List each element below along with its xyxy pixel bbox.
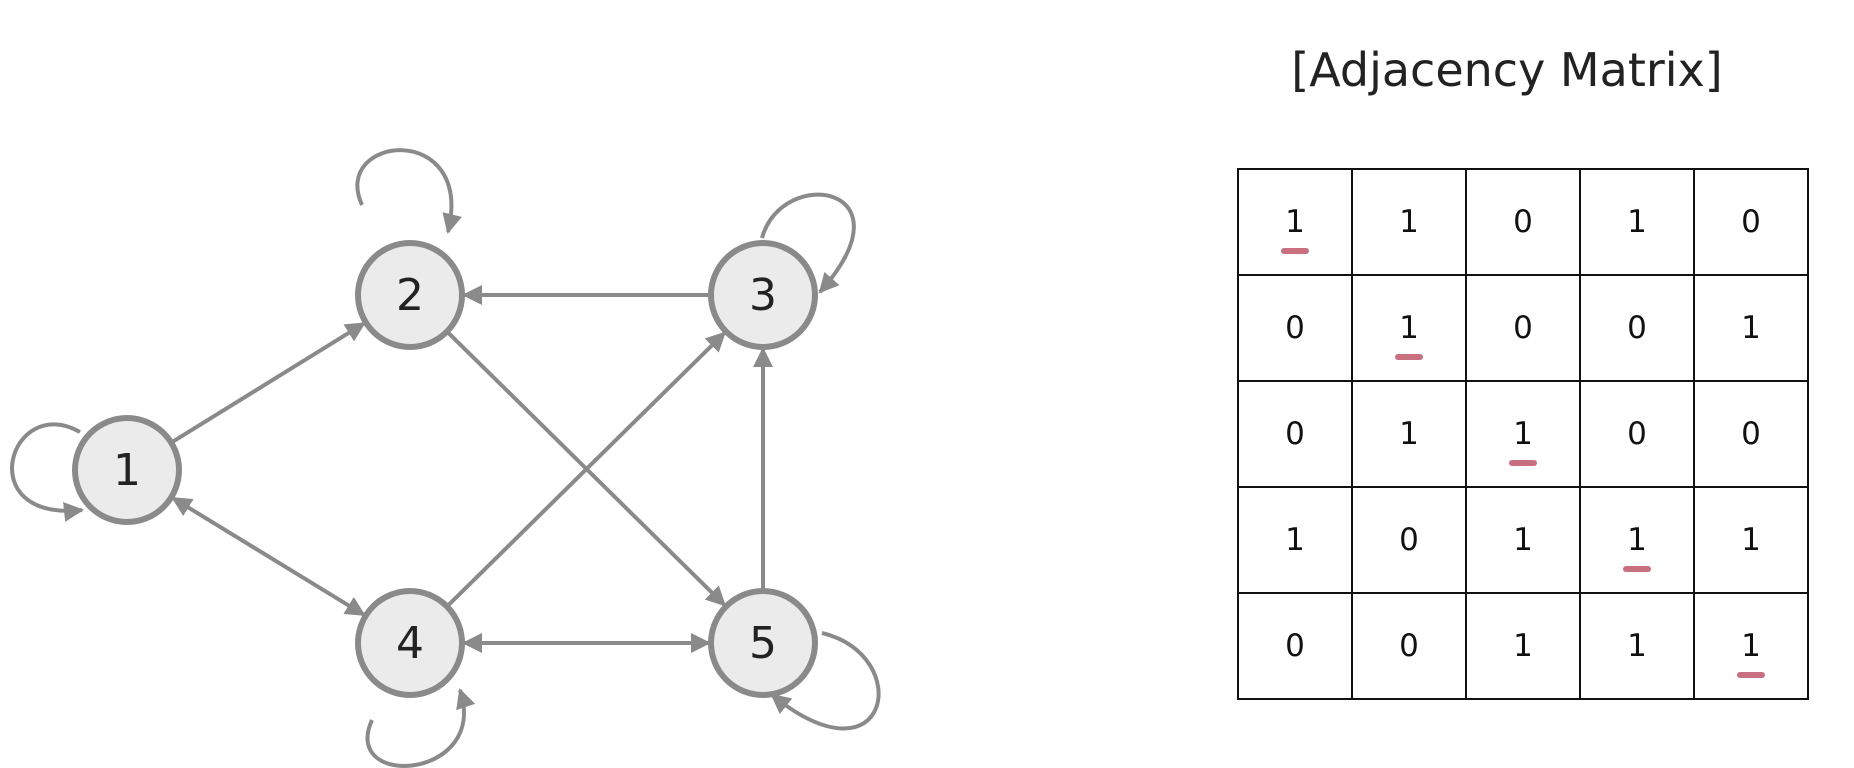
matrix-diagonal-value: 1: [1281, 204, 1309, 254]
matrix-value: 1: [1285, 522, 1305, 558]
matrix-cell: 0: [1351, 592, 1467, 700]
edge-1-4: [171, 496, 366, 617]
matrix-cell: 1: [1693, 274, 1809, 382]
matrix-value: 0: [1513, 310, 1533, 346]
node-circle: [355, 588, 465, 698]
matrix-cell: 0: [1465, 168, 1581, 276]
matrix-row: 1 1 0 1 0: [1237, 168, 1809, 276]
matrix-diagonal-value: 1: [1509, 416, 1537, 466]
matrix-cell: 0: [1237, 380, 1353, 488]
matrix-diagonal-value: 1: [1737, 628, 1765, 678]
node-circle: [355, 240, 465, 350]
self-loop-3: [760, 192, 856, 294]
self-loop-2: [355, 148, 462, 234]
matrix-value: 0: [1627, 310, 1647, 346]
node-label: 1: [113, 445, 141, 496]
matrix-cell: 0: [1693, 380, 1809, 488]
matrix-cell: 0: [1579, 380, 1695, 488]
matrix-cell: 1: [1351, 168, 1467, 276]
matrix-value: 0: [1741, 204, 1761, 240]
graph-node: 4: [355, 588, 465, 698]
matrix-cell: 1: [1465, 592, 1581, 700]
node-circle: [708, 240, 818, 350]
matrix-value: 0: [1513, 204, 1533, 240]
matrix-value: 0: [1285, 310, 1305, 346]
graph-node: 2: [355, 240, 465, 350]
matrix-row: 0 1 0 0 1: [1237, 274, 1809, 382]
matrix-value: 0: [1741, 416, 1761, 452]
matrix-value: 1: [1741, 522, 1761, 558]
matrix-value: 1: [1627, 628, 1647, 664]
matrix-cell: 0: [1237, 592, 1353, 700]
matrix-row: 1 0 1 1 1: [1237, 486, 1809, 594]
self-loop-4: [365, 688, 476, 768]
directed-graph: 1 2 3 4 5: [10, 148, 881, 768]
matrix-value: 1: [1513, 522, 1533, 558]
edge-1-2: [171, 321, 366, 444]
matrix-value: 1: [1741, 310, 1761, 346]
node-circle: [72, 415, 182, 525]
node-label: 4: [396, 618, 424, 669]
graph-node: 1: [72, 415, 182, 525]
node-circle: [708, 588, 818, 698]
matrix-value: 1: [1399, 204, 1419, 240]
edges: [171, 285, 773, 653]
matrix-value: 1: [1513, 628, 1533, 664]
matrix-cell: 1: [1351, 380, 1467, 488]
matrix-row: 0 1 1 0 0: [1237, 380, 1809, 488]
matrix-cell: 0: [1465, 274, 1581, 382]
matrix-cell: 1: [1465, 486, 1581, 594]
edge-4-3: [447, 331, 726, 607]
matrix-cell: 0: [1351, 486, 1467, 594]
matrix-diagonal-value: 1: [1623, 522, 1651, 572]
node-label: 2: [396, 270, 424, 321]
matrix-cell: 1: [1693, 592, 1809, 700]
matrix-cell: 0: [1693, 168, 1809, 276]
matrix-cell: 1: [1693, 486, 1809, 594]
matrix-cell: 1: [1579, 168, 1695, 276]
matrix-row: 0 0 1 1 1: [1237, 592, 1809, 700]
matrix-cell: 1: [1579, 592, 1695, 700]
self-loops: [10, 148, 881, 768]
matrix-cell: 1: [1237, 486, 1353, 594]
matrix-title: [Adjacency Matrix]: [1291, 43, 1723, 97]
self-loop-1: [10, 422, 84, 522]
matrix-value: 1: [1399, 416, 1419, 452]
matrix-cell: 1: [1237, 168, 1353, 276]
matrix-diagonal-value: 1: [1395, 310, 1423, 360]
nodes: 1 2 3 4 5: [72, 240, 818, 698]
matrix-cell: 1: [1465, 380, 1581, 488]
matrix-value: 0: [1399, 522, 1419, 558]
node-label: 3: [749, 270, 777, 321]
matrix-cell: 0: [1579, 274, 1695, 382]
matrix-value: 0: [1285, 628, 1305, 664]
self-loop-5: [770, 631, 881, 731]
graph-node: 5: [708, 588, 818, 698]
matrix-value: 0: [1627, 416, 1647, 452]
matrix-value: 0: [1285, 416, 1305, 452]
node-label: 5: [749, 618, 777, 669]
matrix-value: 0: [1399, 628, 1419, 664]
matrix-value: 1: [1627, 204, 1647, 240]
adjacency-matrix: 1 1 0 1 0 0 1 0 0 1 0 1 1 0 0 1 0 1 1 1 0 0 1 1 1: [1237, 168, 1809, 700]
matrix-cell: 1: [1579, 486, 1695, 594]
matrix-cell: 1: [1351, 274, 1467, 382]
matrix-cell: 0: [1237, 274, 1353, 382]
graph-node: 3: [708, 240, 818, 350]
